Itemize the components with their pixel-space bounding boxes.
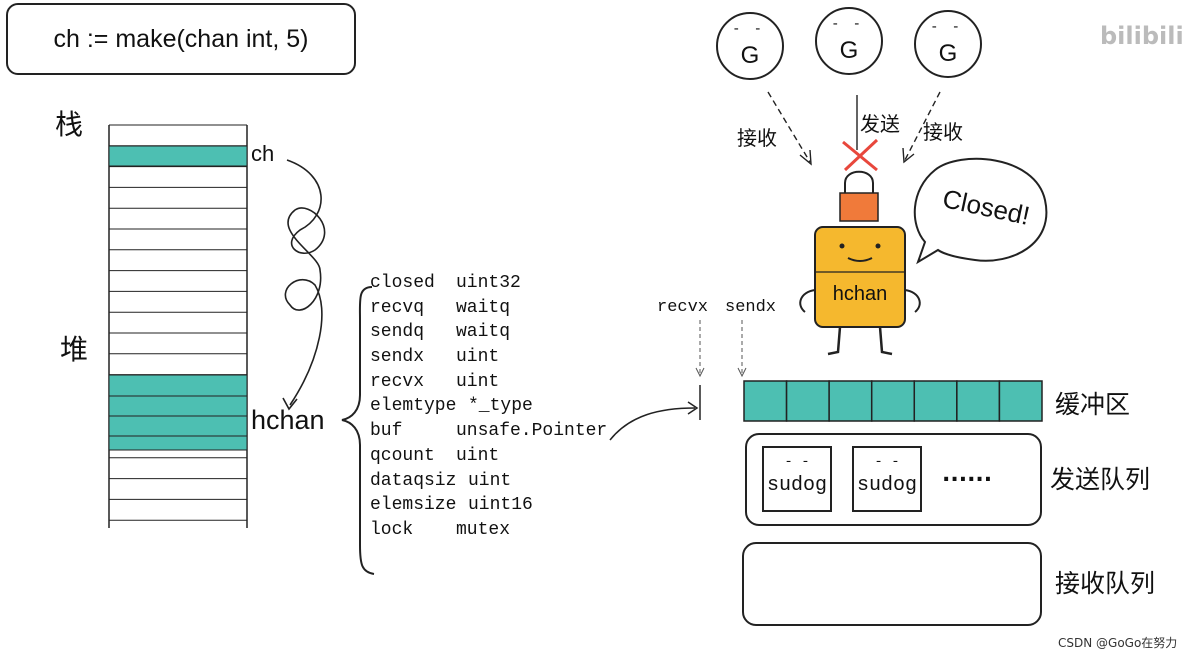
send-queue-label: 发送队列 [1050, 465, 1151, 494]
buffer-slot [998, 380, 1043, 422]
hchan-field: qcount uint [370, 444, 607, 469]
field-type: uint32 [456, 273, 521, 293]
buffer-slot [743, 380, 788, 422]
hchan-field: elemsize uint16 [370, 493, 607, 518]
field-type: *_type [468, 396, 533, 417]
hchan-field: closed uint32 [370, 271, 607, 296]
field-type: uint [456, 445, 500, 466]
hchan-field: elemtype *_type [370, 394, 607, 419]
send-queue [745, 433, 1042, 526]
field-name: dataqsiz [370, 470, 457, 491]
goroutine-1: - - G [716, 12, 784, 80]
sudog-2: - - sudog [852, 446, 922, 512]
recv-queue-label: 接收队列 [1055, 569, 1156, 598]
buffer-slot [956, 380, 1001, 422]
speech-bubble [913, 157, 1048, 265]
code-text: ch := make(chan int, 5) [53, 24, 309, 53]
field-name: buf [370, 421, 403, 442]
recv-queue [742, 542, 1042, 626]
hchan-field: sendq waitq [370, 320, 607, 345]
hchan-field: recvq waitq [370, 296, 607, 321]
recv-label-right: 接收 [923, 120, 963, 144]
recv-arrow-left [767, 91, 811, 163]
heap-label: 堆 [60, 333, 89, 366]
hchan-brace [341, 286, 375, 575]
buffer-label: 缓冲区 [1055, 390, 1131, 419]
field-type: uint [456, 371, 500, 392]
watermark-top-right: bilibili [1100, 22, 1184, 50]
field-name: closed [370, 273, 435, 293]
sendx-pointer-label: sendx [725, 298, 777, 317]
buffer-slot [913, 380, 958, 422]
buf-pointer-arrow [609, 407, 696, 441]
send-label: 发送 [860, 112, 900, 136]
field-name: sendx [370, 347, 425, 368]
hchan-field: recvx uint [370, 370, 607, 395]
blocked-cross [842, 138, 879, 172]
sudog-1: - - sudog [762, 446, 832, 512]
mascot-name: hchan [832, 283, 888, 305]
field-type: uint [468, 470, 512, 491]
field-name: recvq [370, 297, 425, 318]
stack-label: 栈 [55, 108, 84, 141]
field-type: mutex [456, 519, 511, 540]
code-box: ch := make(chan int, 5) [6, 3, 356, 75]
field-name: sendq [370, 322, 425, 343]
hchan-fields: closed uint32 recvq waitq sendq waitq sendx uin… [370, 271, 607, 543]
field-name: lock [370, 519, 414, 540]
field-type: unsafe.Pointer [456, 421, 608, 442]
ch-to-hchan-arrow [284, 159, 326, 406]
hchan-mascot [799, 226, 921, 356]
buffer-slot [828, 380, 873, 422]
hchan-field: lock mutex [370, 518, 607, 543]
recvx-pointer-label: recvx [657, 298, 709, 317]
hchan-field: dataqsiz uint [370, 469, 607, 494]
watermark-bottom-right: CSDN @GoGo在努力 [1058, 636, 1178, 650]
hchan-field: buf unsafe.Pointer [370, 419, 607, 444]
field-name: qcount [370, 445, 435, 466]
recv-arrow-right [904, 91, 941, 161]
lock-icon [839, 170, 879, 222]
field-type: waitq [456, 297, 511, 318]
ch-label: ch [251, 141, 275, 166]
buffer-slots [743, 380, 1043, 422]
send-queue-ellipsis: ...... [942, 462, 993, 487]
goroutine-2: - - G [815, 7, 883, 75]
recv-label-left: 接收 [737, 126, 777, 150]
hchan-field: sendx uint [370, 345, 607, 370]
buffer-slot [870, 380, 916, 422]
memory-column [108, 124, 248, 528]
goroutine-3: - - G [914, 10, 982, 78]
buffer-slot [785, 380, 830, 422]
field-name: elemtype [370, 396, 457, 417]
field-name: recvx [370, 371, 425, 392]
hchan-label: hchan [251, 405, 325, 435]
field-type: uint [456, 347, 500, 368]
field-type: waitq [456, 322, 511, 343]
field-name: elemsize [370, 495, 457, 516]
field-type: uint16 [468, 495, 533, 516]
